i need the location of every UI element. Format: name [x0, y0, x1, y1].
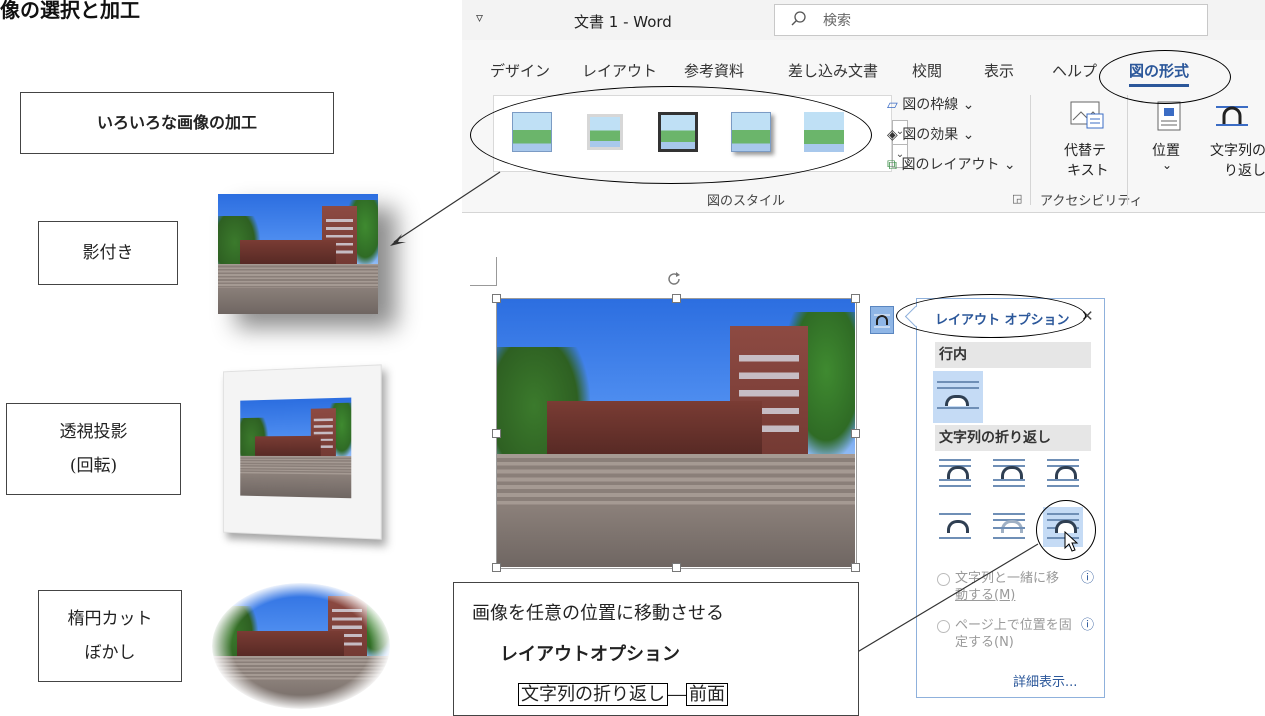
resize-handle[interactable] [492, 294, 501, 303]
info-icon[interactable]: ⓘ [1081, 571, 1095, 586]
inline-section-header: 行内 [935, 342, 1091, 368]
photo-shadow-example [218, 194, 378, 314]
wrap-through-option[interactable] [1043, 453, 1083, 493]
resize-handle[interactable] [672, 563, 681, 572]
note-line3: 文字列の折り返し―前面 [518, 680, 728, 706]
fix-on-page-label-1: ページ上で位置を固 [955, 618, 1072, 633]
picture-layout-button[interactable]: ⧉ 図のレイアウト ⌄ [887, 154, 1016, 174]
wrap-behind-text-option[interactable] [989, 507, 1029, 547]
selection-frame [496, 298, 857, 569]
resize-handle[interactable] [672, 294, 681, 303]
callout-main: いろいろな画像の加工 [20, 92, 334, 154]
search-placeholder: 検索 [823, 13, 851, 29]
wrap-inline-option[interactable] [933, 371, 983, 423]
annotation-ellipse-styles [470, 86, 872, 184]
position-button[interactable]: 位置 ⌄ [1142, 96, 1198, 186]
wrap-text-button[interactable]: 文字列の り返し ⌄ [1204, 96, 1265, 186]
callout-perspective-line1: 透視投影 [59, 422, 128, 442]
picture-effects-button[interactable]: ◈ 図の効果 ⌄ [887, 124, 974, 144]
group-separator [1030, 95, 1031, 205]
move-with-text-label-2: 動する(M) [955, 588, 1016, 603]
wrap-text-icon [1216, 106, 1248, 126]
annotation-arrow-note [838, 543, 1039, 664]
alt-text-button[interactable]: 代替テ キスト [1052, 96, 1122, 186]
wrap-square-option[interactable] [935, 453, 975, 493]
see-more-link[interactable]: 詳細表示... [1013, 675, 1078, 690]
position-label: 位置 [1152, 143, 1180, 159]
alt-text-icon [1070, 101, 1104, 129]
tab-design[interactable]: デザイン [490, 62, 551, 80]
resize-handle[interactable] [492, 563, 501, 572]
picture-styles-group-label: 図のスタイル [707, 194, 786, 209]
callout-shadow: 影付き [38, 221, 178, 285]
picture-border-button[interactable]: ▱ 図の枠線 ⌄ [887, 94, 974, 114]
note-front-term: 前面 [686, 683, 728, 706]
callout-perspective-line2: (回転) [69, 456, 118, 476]
tab-layout[interactable]: レイアウト [582, 62, 658, 80]
page-heading: 像の選択と加工 [0, 0, 140, 22]
callout-ellipse-line2: ぼかし [84, 643, 136, 663]
note-line1: 画像を任意の位置に移動させる [472, 603, 724, 624]
resize-handle[interactable] [492, 429, 501, 438]
annotation-circle-front [1036, 500, 1096, 560]
selected-picture[interactable] [497, 299, 855, 567]
search-box[interactable]: 検索 [774, 4, 1208, 36]
info-icon[interactable]: ⓘ [1081, 618, 1095, 633]
resize-handle[interactable] [851, 429, 860, 438]
wrap-top-bottom-option[interactable] [935, 507, 975, 547]
tab-help[interactable]: ヘルプ [1052, 62, 1098, 80]
tab-mailings[interactable]: 差し込み文書 [788, 62, 879, 80]
photo-perspective-example [240, 397, 352, 499]
move-with-text-label-1: 文字列と一緒に移 [955, 571, 1060, 586]
picture-layout-icon: ⧉ [887, 157, 897, 173]
wrap-text-label-2: り返し ⌄ [1224, 163, 1265, 179]
layout-options-icon [874, 314, 890, 328]
dialog-launcher-icon[interactable]: ◲ [1012, 192, 1023, 205]
title-bar: ▿ 文書 1 - Word 検索 [462, 0, 1265, 40]
wrap-text-label-1: 文字列の [1210, 143, 1265, 159]
annotation-arrow-styles [390, 171, 501, 246]
picture-layout-label: 図のレイアウト ⌄ [901, 157, 1016, 173]
note-box: 画像を任意の位置に移動させる レイアウトオプション 文字列の折り返し―前面 [453, 582, 859, 716]
resize-handle[interactable] [851, 294, 860, 303]
layout-options-button[interactable] [870, 306, 894, 334]
group-separator [1127, 95, 1128, 205]
qat-customize-icon[interactable]: ▿ [476, 10, 484, 26]
tab-references[interactable]: 参考資料 [684, 62, 745, 80]
annotation-ellipse-tab [1099, 50, 1231, 104]
position-dropdown-icon: ⌄ [1162, 158, 1173, 172]
alt-text-label-2: キスト [1067, 163, 1109, 179]
position-icon [1157, 101, 1181, 131]
callout-ellipse-line1: 楕円カット [67, 609, 153, 629]
fix-on-page-label-2: 定する(N) [955, 635, 1014, 650]
annotation-ellipse-pane-title [896, 294, 1086, 338]
photo-ellipse-example [212, 583, 390, 709]
photo-perspective-frame [222, 364, 382, 540]
callout-perspective: 透視投影 (回転) [6, 403, 181, 495]
accessibility-group-label: アクセシビリティ [1040, 194, 1143, 209]
search-icon [791, 11, 806, 26]
picture-border-icon: ▱ [887, 97, 898, 113]
note-wrap-text-term: 文字列の折り返し [518, 683, 668, 706]
rotate-handle-icon[interactable] [665, 270, 683, 288]
page-margin-mark [470, 257, 497, 286]
wrap-section-header: 文字列の折り返し [935, 425, 1091, 451]
alt-text-label-1: 代替テ [1064, 143, 1106, 159]
picture-effects-icon: ◈ [887, 127, 898, 143]
resize-handle[interactable] [851, 563, 860, 572]
callout-ellipse: 楕円カット ぼかし [38, 590, 182, 682]
picture-effects-label: 図の効果 ⌄ [902, 127, 975, 143]
move-with-text-radio[interactable] [937, 573, 950, 586]
fix-on-page-radio[interactable] [937, 620, 950, 633]
tab-review[interactable]: 校閲 [912, 62, 943, 80]
picture-border-label: 図の枠線 ⌄ [902, 97, 975, 113]
tab-view[interactable]: 表示 [984, 62, 1015, 80]
gallery-more-button[interactable]: ⌄ [892, 144, 908, 168]
note-dash: ― [668, 684, 686, 705]
document-title: 文書 1 - Word [574, 13, 672, 31]
wrap-tight-option[interactable] [989, 453, 1029, 493]
note-line2: レイアウトオプション [500, 644, 680, 665]
